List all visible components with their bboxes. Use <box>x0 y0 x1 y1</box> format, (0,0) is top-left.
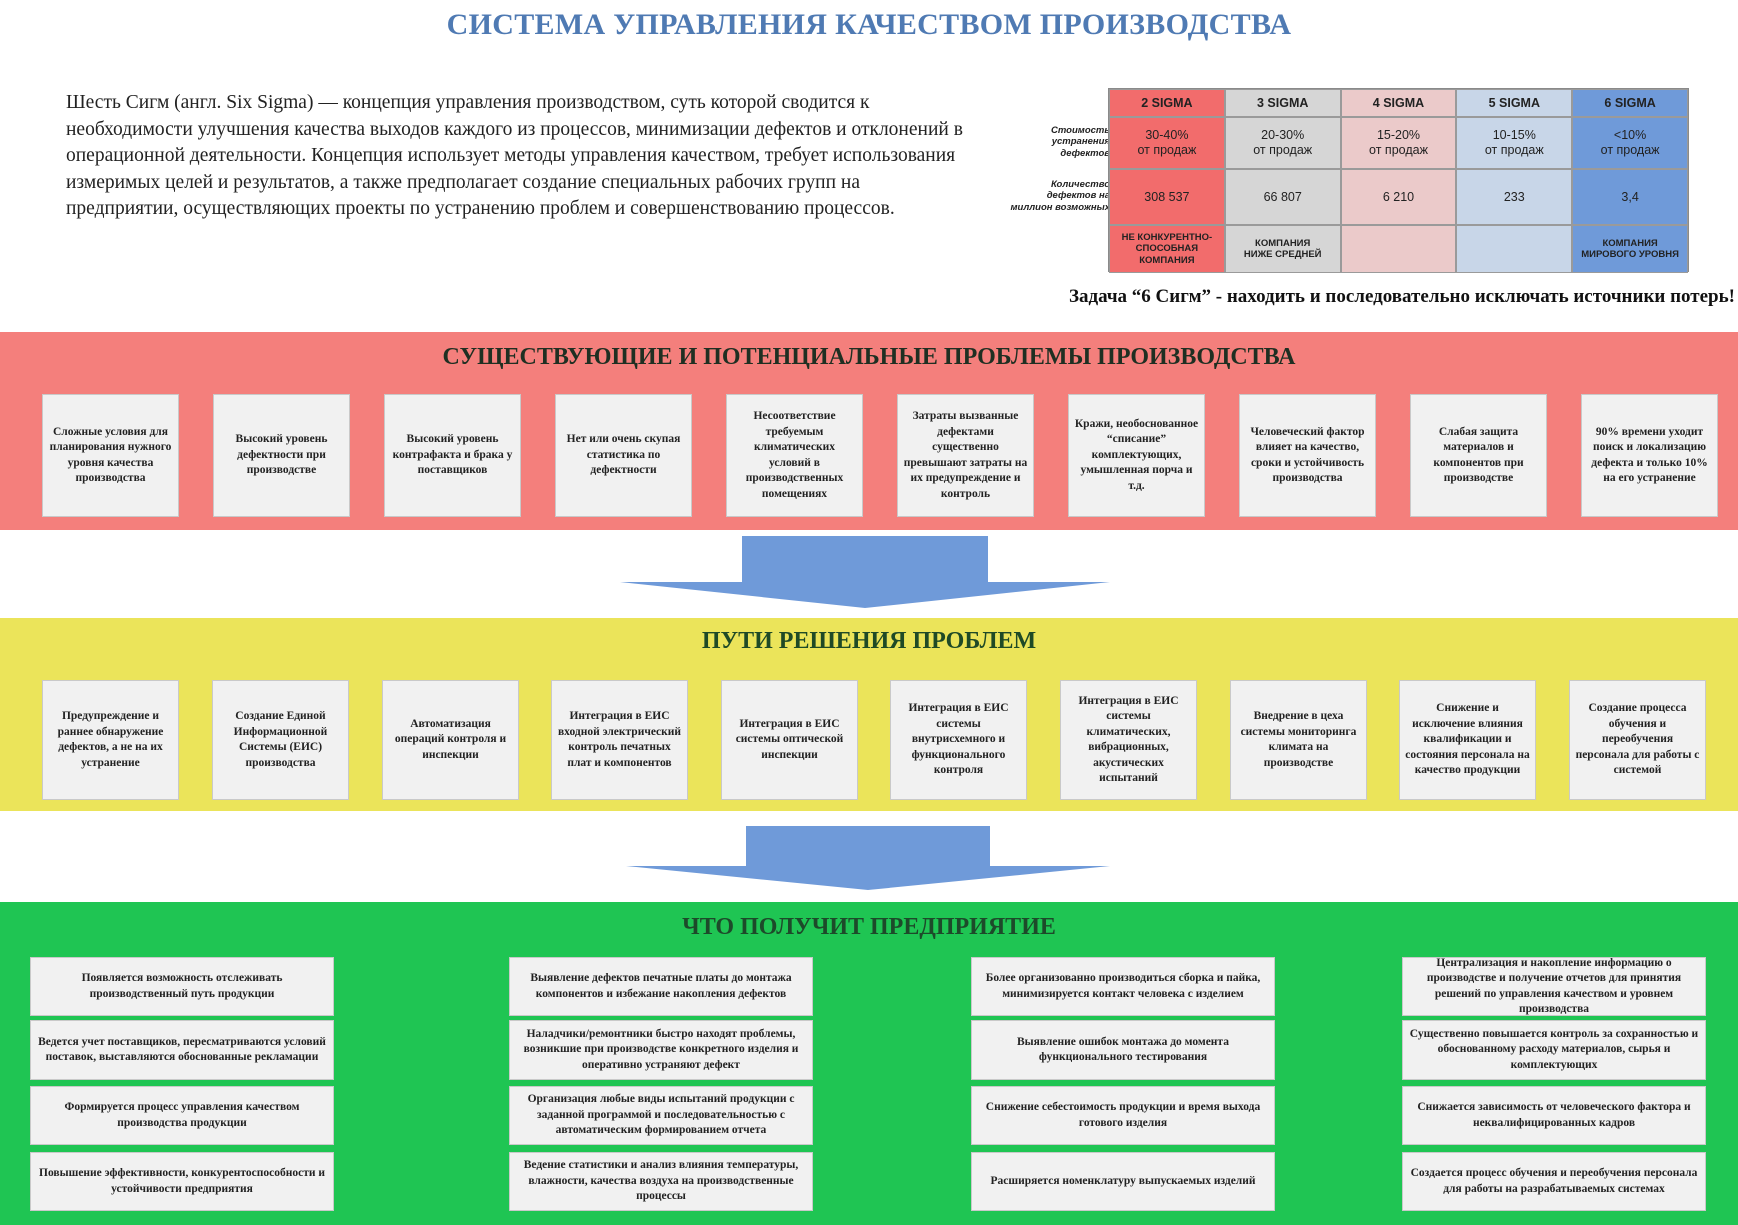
sigma-cost-cell: 30-40% от продаж <box>1109 117 1225 169</box>
sigma-header-3: 3 SIGMA <box>1224 89 1341 117</box>
benefit-card: Создается процесс обучения и переобучени… <box>1402 1152 1706 1211</box>
benefit-card: Выявление дефектов печатные платы до мон… <box>509 957 813 1016</box>
down-arrow-1 <box>620 536 1110 608</box>
solution-card: Создание процесса обучения и переобучени… <box>1569 680 1706 800</box>
problem-card: 90% времени уходит поиск и локализацию д… <box>1581 394 1718 517</box>
page-title: СИСТЕМА УПРАВЛЕНИЯ КАЧЕСТВОМ ПРОИЗВОДСТВ… <box>446 8 1292 41</box>
benefit-card: Повышение эффективности, конкурентоспосо… <box>30 1152 334 1211</box>
benefit-card: Организация любые виды испытаний продукц… <box>509 1086 813 1145</box>
sigma-cost-cell: 10-15% от продаж <box>1456 117 1573 169</box>
problem-card: Несоответствие требуемым климатических у… <box>726 394 863 517</box>
problem-card: Высокий уровень дефектности при производ… <box>213 394 350 517</box>
benefit-card: Ведение статистики и анализ влияния темп… <box>509 1152 813 1211</box>
sigma-header-2: 2 SIGMA <box>1109 89 1225 117</box>
row-label-cost: Стоимость устранения дефектов <box>1051 124 1110 159</box>
solution-card: Создание Единой Информационной Системы (… <box>212 680 349 800</box>
solution-card: Интеграция в ЕИС системы оптической инсп… <box>721 680 858 800</box>
sigma-header-6: 6 SIGMA <box>1572 89 1688 117</box>
sigma-defects-cell: 66 807 <box>1224 169 1341 225</box>
sigma-defects-cell: 233 <box>1456 169 1573 225</box>
problem-card: Слабая защита материалов и компонентов п… <box>1410 394 1547 517</box>
problem-card: Затраты вызванные дефектами существенно … <box>897 394 1034 517</box>
benefit-card: Снижение себестоимость продукции и время… <box>971 1086 1275 1145</box>
down-arrow-2 <box>626 826 1110 890</box>
solution-card: Интеграция в ЕИС входной электрический к… <box>551 680 688 800</box>
sigma-defects-cell: 6 210 <box>1340 169 1457 225</box>
sigma-defects-cell: 3,4 <box>1572 169 1688 225</box>
sigma-header-5: 5 SIGMA <box>1456 89 1573 117</box>
benefit-card: Выявление ошибок монтажа до момента функ… <box>971 1020 1275 1080</box>
solutions-band: ПУТИ РЕШЕНИЯ ПРОБЛЕМ Предупреждение и ра… <box>0 618 1738 811</box>
problem-card: Сложные условия для планирования нужного… <box>42 394 179 517</box>
problem-card: Человеческий фактор влияет на качество, … <box>1239 394 1376 517</box>
sigma-defects-cell: 308 537 <box>1109 169 1225 225</box>
benefit-card: Централизация и накопление информацию о … <box>1402 957 1706 1016</box>
benefit-card: Существенно повышается контроль за сохра… <box>1402 1020 1706 1080</box>
problems-band: СУЩЕСТВУЮЩИЕ И ПОТЕНЦИАЛЬНЫЕ ПРОБЛЕМЫ ПР… <box>0 332 1738 530</box>
intro-paragraph: Шесть Сигм (англ. Six Sigma) — концепция… <box>66 92 963 219</box>
benefit-card: Ведется учет поставщиков, пересматривают… <box>30 1020 334 1080</box>
solution-card: Предупреждение и раннее обнаружение дефе… <box>42 680 179 800</box>
solution-card: Интеграция в ЕИС системы климатических, … <box>1060 680 1197 800</box>
sigma-verdict-cell: НЕ КОНКУРЕНТНО- СПОСОБНАЯ КОМПАНИЯ <box>1109 225 1225 273</box>
benefits-band: ЧТО ПОЛУЧИТ ПРЕДПРИЯТИЕ Появляется возмо… <box>0 902 1738 1225</box>
sigma-cost-cell: 20-30% от продаж <box>1224 117 1341 169</box>
benefit-card: Более организованно производиться сборка… <box>971 957 1275 1016</box>
row-label-defects: Количество дефектов на миллион возможных <box>1010 178 1111 213</box>
solution-card: Автоматизация операций контроля и инспек… <box>382 680 519 800</box>
sigma-verdict-cell: КОМПАНИЯ НИЖЕ СРЕДНЕЙ <box>1224 225 1341 273</box>
benefit-card: Формируется процесс управления качеством… <box>30 1086 334 1145</box>
sigma-cost-cell: <10% от продаж <box>1572 117 1688 169</box>
sigma-header-4: 4 SIGMA <box>1340 89 1457 117</box>
sigma-verdict-cell <box>1340 225 1457 273</box>
benefit-card: Наладчики/ремонтники быстро находят проб… <box>509 1020 813 1080</box>
problem-card: Высокий уровень контрафакта и брака у по… <box>384 394 521 517</box>
tagline: Задача “6 Сигм” - находить и последовате… <box>1068 286 1735 307</box>
benefit-card: Снижается зависимость от человеческого ф… <box>1402 1086 1706 1145</box>
benefit-card: Расширяется номенклатуру выпускаемых изд… <box>971 1152 1275 1211</box>
sigma-verdict-cell: КОМПАНИЯ МИРОВОГО УРОВНЯ <box>1572 225 1688 273</box>
problem-card: Кражи, необоснованное “списание” комплек… <box>1068 394 1205 517</box>
benefit-card: Появляется возможность отслеживать произ… <box>30 957 334 1016</box>
solution-card: Снижение и исключение влияния квалификац… <box>1399 680 1536 800</box>
sigma-cost-cell: 15-20% от продаж <box>1340 117 1457 169</box>
problem-card: Нет или очень скупая статистика по дефек… <box>555 394 692 517</box>
sigma-verdict-cell <box>1456 225 1573 273</box>
solution-card: Внедрение в цеха системы мониторинга кли… <box>1230 680 1367 800</box>
solution-card: Интеграция в ЕИС системы внутрисхемного … <box>890 680 1027 800</box>
problems-title: СУЩЕСТВУЮЩИЕ И ПОТЕНЦИАЛЬНЫЕ ПРОБЛЕМЫ ПР… <box>442 344 1296 370</box>
benefits-title: ЧТО ПОЛУЧИТ ПРЕДПРИЯТИЕ <box>682 914 1056 940</box>
solutions-title: ПУТИ РЕШЕНИЯ ПРОБЛЕМ <box>701 628 1037 654</box>
